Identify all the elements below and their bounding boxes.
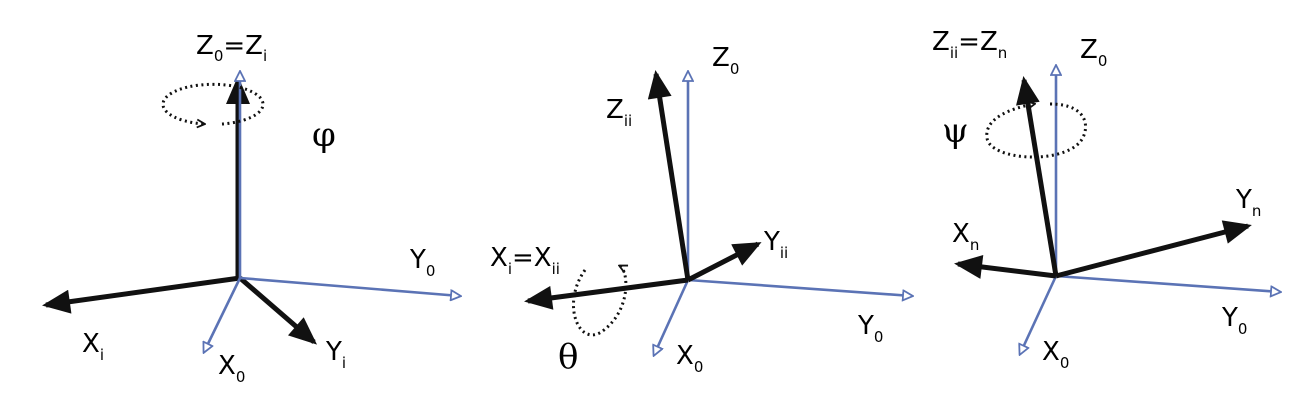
x-i-axis [524,277,689,310]
label-yii: Yii [763,227,788,262]
label-z0-eq-zi: Z0=Zi [196,31,267,65]
x-0-axis [204,277,242,352]
label-zii: Zii [606,95,632,130]
angle-psi: ψ [942,111,969,151]
panel-2: Z0 Zii Xi=Xii Yii Y0 θ X0 [490,43,912,377]
y-0-axis [239,276,460,296]
angle-phi: φ [312,115,336,155]
y-0-axis [687,278,912,296]
label-x0: X0 [676,341,703,376]
x-n-axis [954,255,1057,279]
label-z0: Z0 [712,43,739,78]
label-xi: Xi [82,329,104,364]
label-z0: Z0 [1080,35,1107,70]
z-n-axis [1016,76,1059,277]
label-zii-eq-zn: Zii=Zn [932,27,1007,62]
label-y0: Y0 [409,245,435,280]
x-0-axis [1020,275,1058,354]
panel-3: Zii=Zn Z0 ψ Yn Xn Y0 X0 [932,27,1280,372]
label-xn: Xn [952,219,979,254]
label-yi: Yi [325,337,346,372]
label-y0: Y0 [857,311,883,346]
rotation-arrow-theta [571,266,625,337]
x-0-axis [654,279,690,355]
panel-1: Z0=Zi φ Y0 Xi X0 Yi [42,31,460,386]
y-i-axis [238,276,318,345]
angle-theta: θ [558,337,578,377]
rotation-arrow-psi [985,104,1087,159]
label-y0: Y0 [1221,303,1247,338]
x-i-axis [42,275,241,314]
label-xi-eq-xii: Xi=Xii [490,243,560,278]
label-x0: X0 [218,351,245,386]
label-yn: Yn [1235,185,1261,220]
y-ii-axis [686,241,762,283]
z-ii-axis [647,70,691,281]
y-0-axis [1055,274,1280,292]
y-n-axis [1055,220,1252,279]
rotation-arrow-phi [161,82,265,124]
label-x0: X0 [1042,337,1069,372]
